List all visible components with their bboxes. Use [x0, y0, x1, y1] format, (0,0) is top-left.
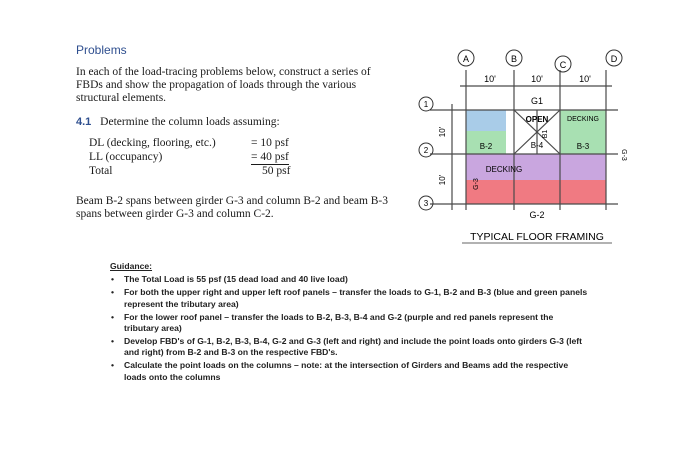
- label-b1: B1: [542, 130, 549, 139]
- label-b2: B-2: [480, 142, 493, 151]
- guidance-item: Develop FBD's of G-1, B-2, B-3, B-4, G-2…: [110, 336, 590, 359]
- guidance-item: For both the upper right and upper left …: [110, 287, 590, 310]
- span-side-12: 10': [438, 126, 447, 137]
- label-g3-left: G-3: [473, 178, 480, 190]
- panel-purple: [466, 154, 606, 180]
- row-marker-3: [418, 195, 434, 211]
- column-marker-b: [505, 49, 523, 67]
- problem-text: Determine the column loads assuming:: [100, 116, 280, 128]
- guidance-item: For the lower roof panel – transfer the …: [110, 312, 590, 335]
- load-label: Total: [89, 165, 113, 177]
- column-label-c: C: [560, 60, 567, 70]
- intro-paragraph: In each of the load-tracing problems bel…: [76, 66, 371, 104]
- beam-note: Beam B-2 spans between girder G-3 and co…: [76, 195, 389, 220]
- span-top-ab: 10': [484, 74, 496, 84]
- label-g1: G1: [531, 96, 543, 106]
- column-label-d: D: [611, 54, 618, 64]
- column-marker-a: [457, 49, 475, 67]
- label-decking-bottom: DECKING: [486, 165, 522, 174]
- load-label: LL (occupancy): [89, 151, 163, 163]
- load-value: = 40 psf: [251, 151, 289, 165]
- load-row-dl: DL (decking, flooring, etc.) = 10 psf: [76, 136, 316, 150]
- column-label-b: B: [511, 54, 517, 64]
- label-decking-top: DECKING: [567, 116, 599, 123]
- row-label-3: 3: [424, 199, 429, 208]
- span-side-23: 10': [438, 174, 447, 185]
- row-marker-2: [418, 142, 434, 158]
- load-value: = 10 psf: [251, 137, 289, 149]
- problems-heading: Problems: [76, 43, 127, 57]
- span-top-cd: 10': [579, 74, 591, 84]
- problem-number: 4.1: [76, 116, 92, 128]
- panel-green-left: [466, 131, 506, 154]
- drawing-title: TYPICAL FLOOR FRAMING: [470, 231, 604, 243]
- span-top-bc: 10': [531, 74, 543, 84]
- grid-lines: [430, 70, 618, 210]
- column-markers: A B C D: [457, 49, 623, 73]
- row-label-1: 1: [424, 100, 429, 109]
- label-g2: G-2: [529, 210, 544, 220]
- problem-statement: 4.1 Determine the column loads assuming:: [76, 116, 280, 128]
- load-row-ll: LL (occupancy) = 40 psf: [76, 150, 316, 165]
- load-value: 50 psf: [262, 165, 291, 177]
- load-table: DL (decking, flooring, etc.) = 10 psf LL…: [76, 136, 316, 178]
- load-label: DL (decking, flooring, etc.): [89, 137, 216, 149]
- column-marker-c: [554, 55, 572, 73]
- guidance-item: Calculate the point loads on the columns…: [110, 360, 590, 383]
- label-open: OPEN: [526, 115, 549, 124]
- column-label-a: A: [463, 54, 469, 64]
- label-g3-right: G-3: [620, 149, 627, 161]
- guidance-item: The Total Load is 55 psf (15 dead load a…: [110, 274, 590, 286]
- guidance-section: Guidance: The Total Load is 55 psf (15 d…: [110, 261, 590, 385]
- row-markers: 1 2 3: [418, 96, 434, 211]
- panel-red: [466, 180, 606, 204]
- row-marker-1: [418, 96, 434, 112]
- row-label-2: 2: [424, 146, 429, 155]
- load-row-total: Total 50 psf: [76, 164, 316, 178]
- panel-green-right: [560, 110, 606, 154]
- guidance-title: Guidance:: [110, 261, 153, 271]
- label-b4: B-4: [531, 141, 544, 150]
- label-b3: B-3: [577, 142, 590, 151]
- guidance-list: The Total Load is 55 psf (15 dead load a…: [110, 274, 590, 383]
- column-marker-d: [605, 49, 623, 67]
